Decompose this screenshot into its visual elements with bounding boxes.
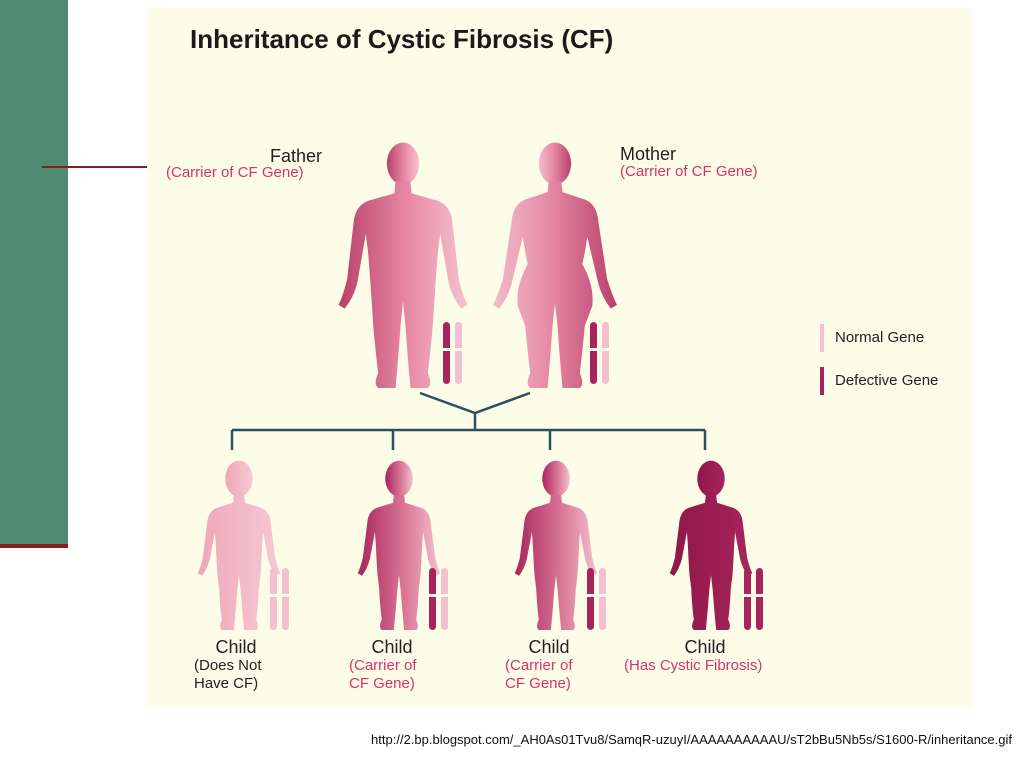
legend-normal-label: Normal Gene — [835, 329, 925, 346]
diagram-title: Inheritance of Cystic Fibrosis (CF) — [190, 24, 614, 54]
child-2-label: Child — [371, 637, 413, 657]
father-chromosomes — [441, 322, 464, 384]
child-3-figure — [514, 460, 598, 630]
inheritance-tree-lines — [230, 391, 707, 450]
child-1-label: Child — [215, 637, 257, 657]
legend-defective-label: Defective Gene — [835, 372, 939, 389]
source-url: http://2.bp.blogspot.com/_AH0As01Tvu8/Sa… — [371, 732, 1012, 747]
mother-chromosomes — [588, 322, 611, 384]
child-2-status: (Carrier of CF Gene) — [349, 657, 417, 692]
mother-label: Mother — [620, 144, 677, 164]
child-2-chromosomes — [427, 568, 450, 630]
mother-figure — [493, 142, 617, 388]
accent-line — [42, 166, 148, 168]
child-4-status: (Has Cystic Fibrosis) — [624, 657, 763, 674]
child-1-status: (Does Not Have CF) — [194, 657, 262, 692]
sidebar-band — [0, 0, 68, 548]
child-4-chromosomes — [742, 568, 765, 630]
legend-normal-swatch — [820, 324, 824, 352]
child-2-figure — [357, 460, 441, 630]
child-3-label: Child — [528, 637, 570, 657]
legend-defective-swatch — [820, 367, 824, 395]
child-1-chromosomes — [268, 568, 291, 630]
child-3-status: (Carrier of CF Gene) — [505, 657, 573, 692]
child-4-label: Child — [684, 637, 726, 657]
mother-role: (Carrier of CF Gene) — [620, 163, 758, 180]
child-1-figure — [197, 460, 281, 630]
father-label: Father — [270, 146, 323, 166]
sidebar-base-line — [0, 544, 68, 548]
child-3-chromosomes — [585, 568, 608, 630]
father-role: (Carrier of CF Gene) — [166, 164, 304, 181]
child-4-figure — [669, 460, 753, 630]
